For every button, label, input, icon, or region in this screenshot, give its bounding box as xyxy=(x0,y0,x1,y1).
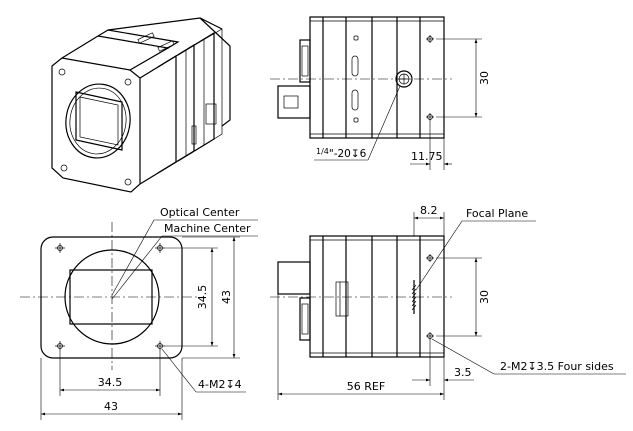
side-view-top xyxy=(270,16,482,170)
side-hole-vertical-label: 30 xyxy=(478,290,491,304)
tripod-thread-callout: 1/4"-20↧6 xyxy=(316,147,367,160)
machine-center-label: Machine Center xyxy=(164,222,251,235)
optical-center-label: Optical Center xyxy=(160,206,240,219)
front-hole-vertical-label: 34.5 xyxy=(196,285,209,310)
side-hole-offset-label: 3.5 xyxy=(454,366,472,379)
focal-offset-label: 8.2 xyxy=(420,204,438,217)
side-length-label: 56 REF xyxy=(347,380,385,393)
front-holes-label: 4-M2↧4 xyxy=(198,378,242,391)
front-hole-horizontal-label: 34.5 xyxy=(98,376,123,389)
top-offset-label: 11.75 xyxy=(411,150,443,163)
front-view xyxy=(20,219,258,420)
focal-plane-label: Focal Plane xyxy=(466,207,528,220)
side-holes-label: 2-M2↧3.5 Four sides xyxy=(500,360,614,373)
front-body-width-label: 43 xyxy=(104,400,118,413)
front-body-height-label: 43 xyxy=(220,290,233,304)
isometric-view xyxy=(51,17,231,193)
tripod-thread-label: 1/4"-20↧6 xyxy=(316,147,367,160)
side-view-bottom xyxy=(270,212,626,400)
top-height-label: 30 xyxy=(478,71,491,85)
